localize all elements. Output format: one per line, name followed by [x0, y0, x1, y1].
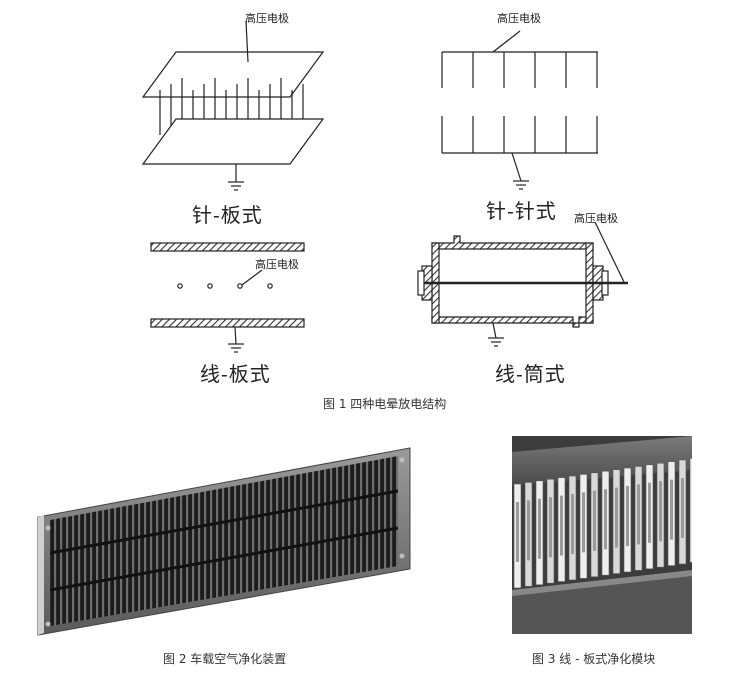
- upper-plate: [141, 51, 325, 98]
- upper-hatched-plate: [150, 242, 305, 252]
- tube-top-wall: [431, 235, 594, 250]
- electrode-pointer: [492, 30, 521, 53]
- tube-bottom-wall: [431, 316, 594, 328]
- plate-slot: [637, 484, 640, 545]
- electrode-pointer: [594, 221, 625, 283]
- figure2-caption: 图 2 车载空气净化装置: [163, 652, 287, 666]
- needle-plate-label: 针-板式: [192, 203, 263, 227]
- lower-plate: [141, 118, 325, 165]
- wire-plate-label: 线-板式: [200, 362, 271, 386]
- purifier-rails: [50, 489, 398, 592]
- plate-slot: [615, 487, 618, 548]
- wire-dot: [207, 283, 213, 289]
- needle-plate-diagram: [141, 20, 325, 191]
- purifier-grille: [50, 456, 398, 626]
- plate-slot: [604, 489, 607, 550]
- lower-hatched-plate: [150, 318, 305, 328]
- ground-wire: [234, 326, 237, 345]
- figure1-caption: 图 1 四种电晕放电结构: [323, 397, 447, 411]
- electrode-callout: 高压电极: [497, 12, 541, 25]
- electrode-callout: 高压电极: [255, 258, 299, 271]
- figure3-caption: 图 3 线 - 板式净化模块: [532, 652, 656, 666]
- plate-slot: [648, 482, 651, 543]
- electrode-pointer: [241, 269, 263, 286]
- module-plates: [513, 458, 695, 589]
- electrode-callout: 高压电极: [574, 212, 618, 225]
- collector-plate: [689, 458, 692, 563]
- plate-slot: [670, 479, 673, 540]
- needle-needle-diagram: [441, 30, 598, 190]
- wire-dot: [177, 283, 183, 289]
- plate-slot: [681, 478, 684, 538]
- module-close-up: [512, 436, 695, 634]
- plate-slot: [538, 498, 541, 559]
- purifier-side-edge: [38, 515, 44, 635]
- wire-plate-diagram: [150, 242, 305, 353]
- plate-slot: [560, 495, 563, 556]
- electrode-pointer: [245, 20, 249, 63]
- wire-tube-diagram: [417, 221, 628, 347]
- plate-slot: [626, 486, 629, 546]
- plate-slot: [692, 476, 695, 536]
- plate-slot: [516, 502, 519, 562]
- wire-dot: [237, 283, 243, 289]
- electrode-callout: 高压电极: [245, 12, 289, 25]
- ground-wire: [492, 322, 497, 339]
- plate-slot: [527, 500, 530, 561]
- plate-slot: [582, 492, 585, 553]
- needle-needle-label: 针-针式: [486, 199, 557, 223]
- wire-dot: [267, 283, 273, 289]
- ground-wire: [511, 152, 522, 182]
- purifier-screws: [45, 457, 405, 627]
- plate-slot: [593, 490, 596, 551]
- plate-slot: [659, 481, 662, 542]
- plate-slot: [549, 497, 552, 558]
- plate-slot: [571, 494, 574, 554]
- wire-tube-label: 线-筒式: [495, 362, 566, 386]
